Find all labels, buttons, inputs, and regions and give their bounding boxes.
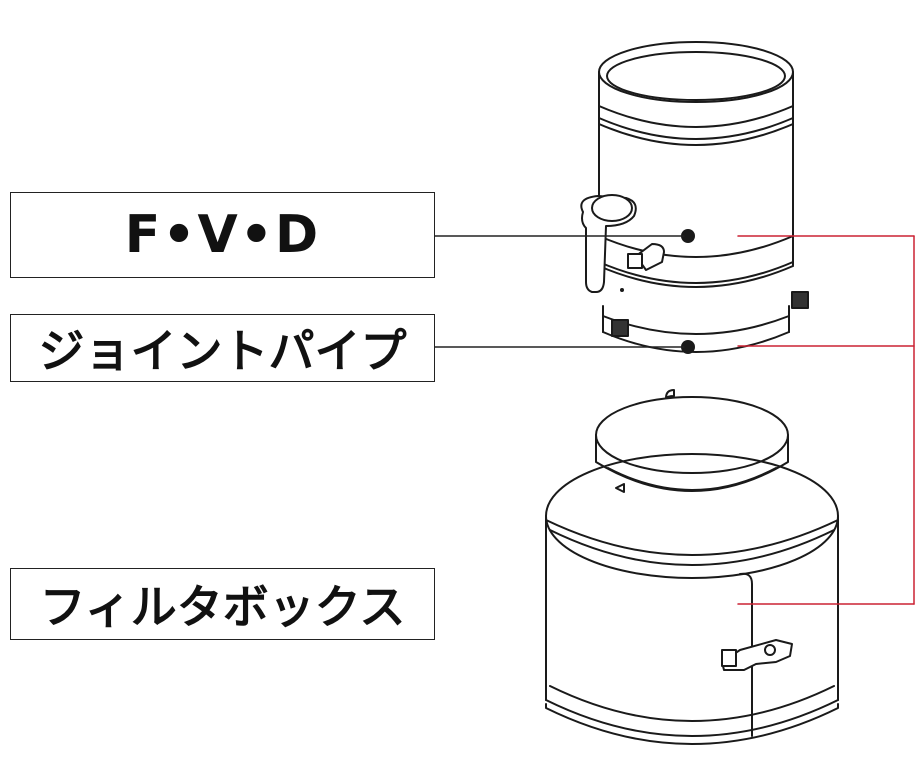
filter-box-label-box: フィルタボックス bbox=[10, 568, 435, 640]
filter-box-component bbox=[545, 389, 839, 745]
fvd-label-box: F•V•D bbox=[10, 192, 435, 278]
joint-pipe-label: ジョイントパイプ bbox=[38, 324, 407, 378]
red-bracket bbox=[737, 235, 915, 605]
fvd-label: F•V•D bbox=[124, 205, 321, 265]
joint-pipe-component bbox=[602, 305, 790, 354]
joint-pipe-label-box: ジョイントパイプ bbox=[10, 314, 435, 382]
leader-lines bbox=[434, 235, 685, 348]
filter-box-label: フィルタボックス bbox=[39, 580, 406, 634]
fvd-component bbox=[580, 41, 809, 309]
